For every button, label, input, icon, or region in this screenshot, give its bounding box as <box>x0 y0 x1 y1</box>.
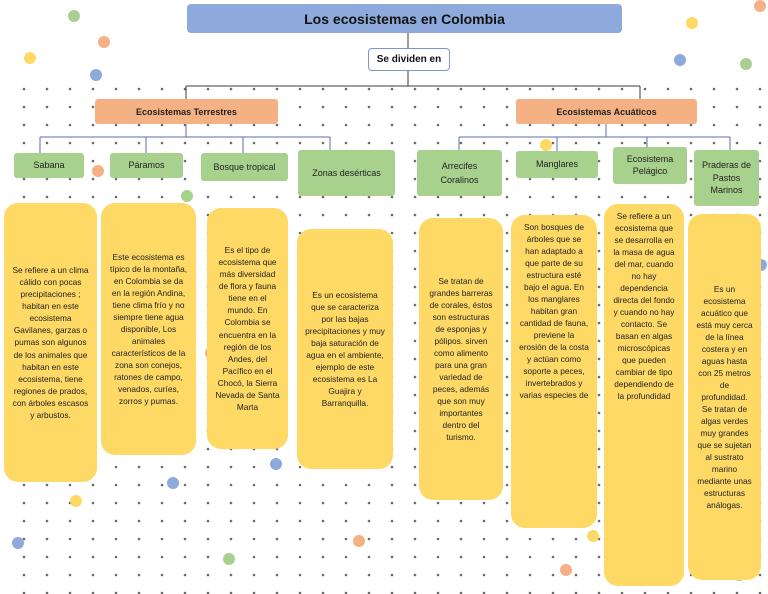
description-praderas: Es un ecosistema acuático que está muy c… <box>688 214 761 580</box>
subcategory-ecosistema-pelagico: Ecosistema Pelágico <box>613 147 687 184</box>
description-bosque-tropical: Es el tipo de ecosistema que más diversi… <box>207 208 288 449</box>
decor-circle <box>674 54 686 66</box>
description-sabana: Se refiere a un clima cálido con pocas p… <box>4 203 97 482</box>
decor-circle <box>98 36 110 48</box>
description-text: Se refiere a un ecosistema que se desarr… <box>613 211 675 402</box>
decor-circle <box>90 69 102 81</box>
subcategory-bosque-tropical: Bosque tropical <box>201 153 288 181</box>
diagram-title: Los ecosistemas en Colombia <box>187 4 622 33</box>
decor-circle <box>686 17 698 29</box>
decor-circle <box>754 0 766 12</box>
description-text: Es el tipo de ecosistema que más diversi… <box>215 245 280 412</box>
category-terrestrial: Ecosistemas Terrestres <box>95 99 278 124</box>
description-text: Se tratan de grandes barreras de corales… <box>429 275 493 443</box>
subcategory-manglares: Manglares <box>516 151 598 178</box>
description-manglares: Son bosques de árboles que se han adapta… <box>511 215 597 528</box>
description-ecosistema-pelagico: Se refiere a un ecosistema que se desarr… <box>604 204 684 586</box>
decor-circle <box>560 564 572 576</box>
decor-circle <box>181 190 193 202</box>
decor-circle <box>24 52 36 64</box>
decor-circle <box>353 535 365 547</box>
decor-circle <box>223 553 235 565</box>
decor-circle <box>740 58 752 70</box>
description-paramos: Este ecosistema es típico de la montaña,… <box>101 203 196 455</box>
subcategory-praderas: Praderas de Pastos Marinos <box>694 150 759 206</box>
subcategory-paramos: Páramos <box>110 153 183 178</box>
description-arrecifes-coralinos: Se tratan de grandes barreras de corales… <box>419 218 503 500</box>
decor-circle <box>92 165 104 177</box>
decor-circle <box>587 530 599 542</box>
connector-label: Se dividen en <box>368 48 450 71</box>
subcategory-sabana: Sabana <box>14 153 84 178</box>
description-text: Es un ecosistema acuático que está muy c… <box>696 283 753 511</box>
decor-circle <box>540 139 552 151</box>
subcategory-zonas-deserticas: Zonas desérticas <box>298 150 395 196</box>
decor-circle <box>270 458 282 470</box>
decor-circle <box>167 477 179 489</box>
decor-circle <box>68 10 80 22</box>
description-zonas-deserticas: Es un ecosistema que se caracteriza por … <box>297 229 393 469</box>
category-aquatic: Ecosistemas Acuáticos <box>516 99 697 124</box>
description-text: Son bosques de árboles que se han adapta… <box>519 222 589 401</box>
subcategory-arrecifes-coralinos: Arrecifes Coralinos <box>417 150 502 196</box>
description-text: Este ecosistema es típico de la montaña,… <box>109 251 188 407</box>
description-text: Es un ecosistema que se caracteriza por … <box>305 289 385 409</box>
decor-circle <box>12 537 24 549</box>
description-text: Se refiere a un clima cálido con pocas p… <box>12 265 89 420</box>
decor-circle <box>70 495 82 507</box>
